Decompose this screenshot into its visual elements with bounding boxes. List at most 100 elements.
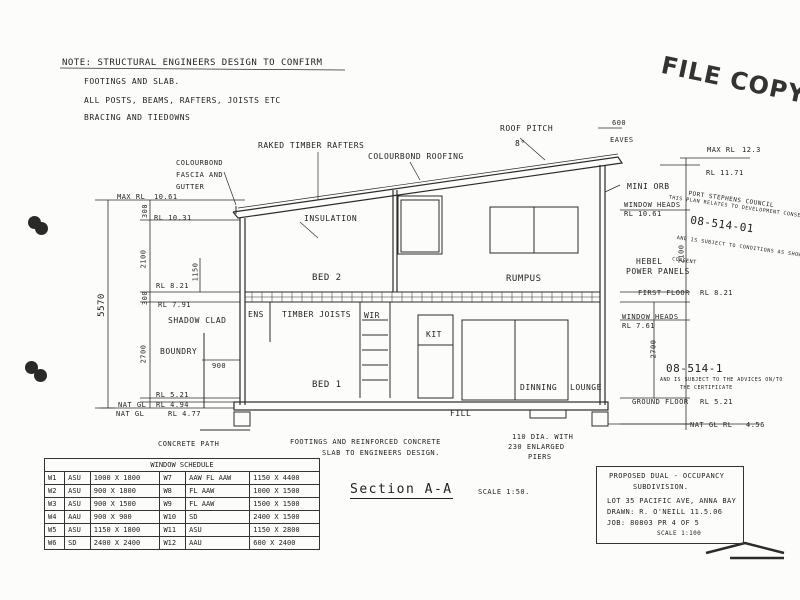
label-hebel: Hebel <box>636 257 663 266</box>
label-rl-1031: RL 10.31 <box>154 214 192 222</box>
punch-hole <box>35 222 48 235</box>
council-line-5: and is subject to the advices on/to <box>660 377 783 383</box>
table-cell: 900 x 900 <box>89 510 161 524</box>
council-line-6: the certificate <box>680 385 733 391</box>
table-cell: W6 <box>43 536 66 550</box>
table-cell: W1 <box>43 471 66 485</box>
label-piers-1: 110 dia. with <box>512 433 574 441</box>
title-block-line: Job: 80803 Pr 4 of 5 <box>607 519 700 527</box>
roof <box>232 153 624 219</box>
table-cell: AAU <box>64 510 91 524</box>
label-roofing: Colourbond roofing <box>368 152 464 161</box>
title-block-line: Lot 35 Pacific Ave, Anna Bay <box>607 497 737 505</box>
label-nat-gl-left: Nat GL <box>118 401 147 409</box>
window-schedule-title: Window schedule <box>44 458 320 472</box>
table-cell: W5 <box>43 523 66 537</box>
punch-hole <box>34 369 47 382</box>
table-cell: 1000 x 1500 <box>249 484 320 498</box>
label-raked-rafters: Raked timber rafters <box>258 141 365 150</box>
table-cell: 1000 x 1800 <box>89 471 161 485</box>
label-timber-joists: Timber joists <box>282 310 352 319</box>
dim-1150: 1150 <box>191 262 200 282</box>
table-cell: W3 <box>43 497 66 511</box>
table-cell: W10 <box>159 510 187 524</box>
dim-2100-right: 2100 <box>677 244 686 264</box>
table-cell: SD <box>64 536 91 550</box>
label-rl-ground-floor: RL 5.21 <box>700 398 734 406</box>
room-ensuite: Ens <box>248 310 264 319</box>
room-bed-1: Bed 1 <box>312 380 342 390</box>
label-rl-494: RL 4.94 <box>156 401 190 409</box>
table-cell: ASU <box>64 471 91 485</box>
dim-5570: 5570 <box>96 293 107 317</box>
room-lounge: Lounge <box>570 383 602 392</box>
first-floor-joists <box>244 291 601 303</box>
table-cell: 600 x 2400 <box>249 536 320 550</box>
label-nat-gl-right: Nat GL RL <box>690 421 733 429</box>
label-roof-pitch: Roof pitch <box>500 124 554 133</box>
label-nat-gl-left-2: Nat GL <box>116 410 145 418</box>
note-item: Footings and slab. <box>84 77 180 86</box>
label-footings-1: Footings and reinforced concrete <box>290 438 441 446</box>
label-power-panels: Power panels <box>626 267 690 276</box>
label-rl-821-left: RL 8.21 <box>156 282 190 290</box>
table-cell: 1150 x 2800 <box>249 523 320 537</box>
table-cell: ASU <box>185 523 251 537</box>
table-cell: ASU <box>64 497 91 511</box>
table-cell: 2400 x 1500 <box>249 510 320 524</box>
label-rl-1171: RL 11.71 <box>706 169 744 177</box>
title-block-line: Drawn: R. O'Neill 11.5.06 <box>607 508 723 516</box>
title-block-line: Scale 1:100 <box>657 530 702 537</box>
label-eaves-dim: 600 <box>612 119 627 127</box>
label-footings-2: slab to engineers design. <box>322 449 440 457</box>
label-ground-floor: Ground floor <box>632 398 689 406</box>
label-rl-first-floor: RL 8.21 <box>700 289 734 297</box>
table-cell: 900 x 1500 <box>89 497 161 511</box>
table-cell: 2400 x 2400 <box>89 536 161 550</box>
council-consent-number-2: 08-514-1 <box>666 362 723 375</box>
table-cell: 1150 x 4400 <box>249 471 320 485</box>
table-cell: W2 <box>43 484 66 498</box>
section-scale: Scale 1:50. <box>478 488 530 496</box>
table-cell: AAW FL AAW <box>185 471 251 485</box>
label-max-rl-right: Max RL <box>707 146 736 154</box>
label-rl-477: RL 4.77 <box>168 410 202 418</box>
label-rl-upper-window: RL 10.61 <box>624 210 662 218</box>
label-shadow-clad: Shadow clad <box>168 316 227 325</box>
label-piers-2: 230 enlarged <box>508 443 565 451</box>
table-cell: AAU <box>185 536 251 550</box>
notes-heading: Note: Structural engineers design to con… <box>62 58 323 68</box>
dim-900: 900 <box>212 362 227 370</box>
table-cell: 900 x 1800 <box>89 484 161 498</box>
room-kitchen: Kit <box>426 330 442 339</box>
label-eaves: Eaves <box>610 136 634 144</box>
house-logo-icon <box>705 541 785 560</box>
room-dinning: Dinning <box>520 383 558 392</box>
dim-2700-right: 2700 <box>649 339 658 359</box>
label-insulation: Insulation <box>304 214 358 223</box>
left-dimensions <box>95 199 245 409</box>
walls <box>239 165 606 405</box>
note-item: Bracing and tiedowns <box>84 113 191 122</box>
label-max-rl-left: Max RL <box>117 193 146 201</box>
label-rl-791: RL 7.91 <box>158 301 192 309</box>
title-block-line: subdivision. <box>633 483 689 491</box>
table-cell: FL AAW <box>185 497 251 511</box>
label-boundry: Boundry <box>160 347 198 356</box>
table-cell: W9 <box>159 497 187 511</box>
dim-2100: 2100 <box>139 249 148 269</box>
label-rl-nat-right: 4.56 <box>746 421 765 429</box>
label-first-floor: First floor <box>638 289 690 297</box>
ground-floor-internals <box>269 302 569 401</box>
table-cell: W4 <box>43 510 66 524</box>
label-rl-lower-window: RL 7.61 <box>622 322 656 330</box>
table-cell: SD <box>185 510 251 524</box>
table-cell: 1150 x 1800 <box>89 523 161 537</box>
